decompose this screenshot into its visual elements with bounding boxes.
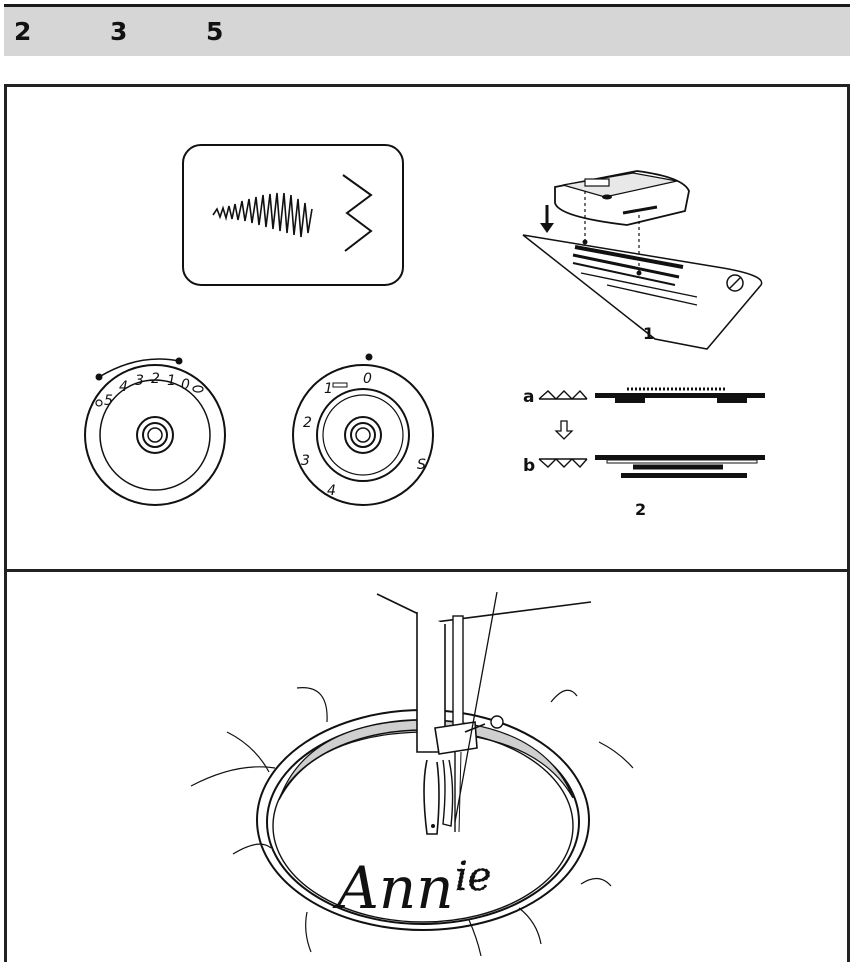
width-dial-number-0: 0 <box>181 377 190 393</box>
stitch-length-dial: 0 1 2 3 4 S <box>292 353 434 506</box>
width-dial-number-5: 5 <box>104 393 113 409</box>
length-dial-number-s: S <box>417 457 426 473</box>
zigzag-stitch-icon <box>342 174 373 252</box>
header-number-2: 2 <box>14 17 32 46</box>
width-dial-number-3: 3 <box>135 373 144 389</box>
upper-panel: 1 5 4 3 2 1 0 <box>84 144 765 519</box>
width-dial-number-4: 4 <box>119 379 128 395</box>
length-dial-number-2: 2 <box>303 415 312 431</box>
feed-dog-raised-icon <box>538 389 588 400</box>
length-dial-number-4: 4 <box>327 483 336 499</box>
header-number-3: 3 <box>110 17 128 46</box>
embroidery-panel: Ann ie <box>190 591 634 957</box>
sewing-machine-head <box>376 591 592 835</box>
embroidered-text-pending: ie <box>455 854 491 900</box>
presser-foot-diagram <box>522 170 763 350</box>
illustration-frame: 1 5 4 3 2 1 0 <box>4 84 850 962</box>
feed-dog-option-b: b <box>523 456 535 476</box>
presser-foot-label: 1 <box>643 324 654 343</box>
stitch-width-dial: 5 4 3 2 1 0 <box>84 357 226 506</box>
length-dial-number-0: 0 <box>363 371 372 387</box>
feed-dog-label: 2 <box>635 500 646 519</box>
satin-stitch-icon <box>212 192 313 238</box>
feed-dog-option-a: a <box>523 387 534 407</box>
length-dial-number-3: 3 <box>301 453 310 469</box>
embroidery-hoop <box>256 709 590 931</box>
header-number-5: 5 <box>206 17 224 46</box>
width-dial-number-1: 1 <box>167 373 176 389</box>
embroidered-text-sewn: Ann <box>332 854 454 922</box>
feed-dog-lowered-icon <box>538 458 588 469</box>
header-bar: 2 3 5 <box>4 4 850 56</box>
fabric-fold-lines <box>190 687 634 957</box>
panel-divider <box>7 569 847 572</box>
embroidered-name: Ann ie <box>332 854 492 922</box>
stitch-pattern-box <box>182 144 404 286</box>
feed-dog-diagram: a b 2 <box>523 387 765 519</box>
width-dial-number-2: 2 <box>151 371 160 387</box>
length-dial-number-1: 1 <box>324 381 333 397</box>
arrow-down-icon <box>554 420 574 440</box>
